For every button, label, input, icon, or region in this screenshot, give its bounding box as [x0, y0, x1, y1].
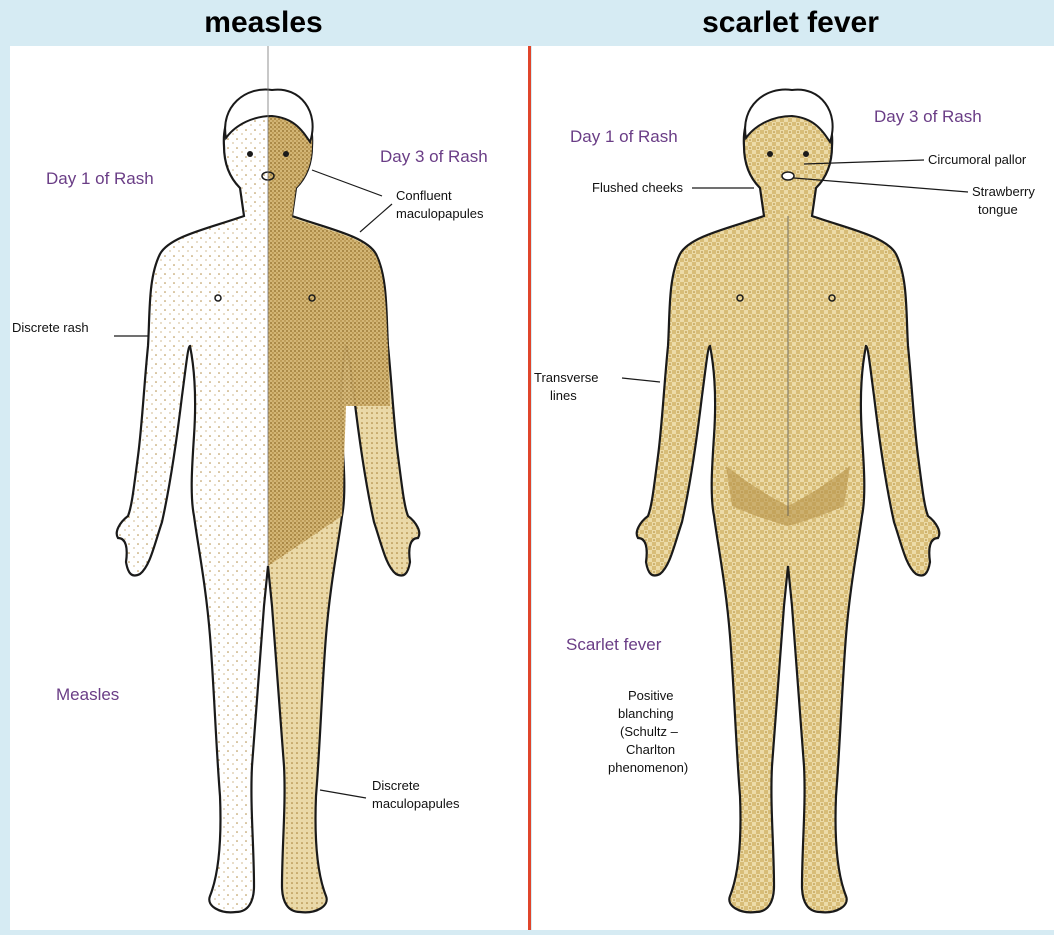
discrete-mp-leader — [320, 790, 366, 798]
title-bar: measles scarlet fever — [0, 0, 1054, 46]
transverse-label-2: lines — [550, 388, 577, 403]
measles-title: measles — [0, 6, 527, 40]
discrete-mp-label-2: maculopapules — [372, 796, 460, 811]
panel-divider — [528, 46, 531, 934]
measles-day1-label: Day 1 of Rash — [46, 169, 154, 188]
scarlet-fever-title: scarlet fever — [527, 6, 1054, 40]
measles-day3-label: Day 3 of Rash — [380, 147, 488, 166]
circumoral-pallor-label: Circumoral pallor — [928, 152, 1027, 167]
blanching-label-5: phenomenon) — [608, 760, 688, 775]
confluent-label-2: maculopapules — [396, 206, 484, 221]
scarlet-day1-label: Day 1 of Rash — [570, 127, 678, 146]
blanching-label-4: Charlton — [626, 742, 675, 757]
confluent-leader-2 — [360, 204, 392, 232]
scarlet-fever-panel: Day 1 of Rash Day 3 of Rash Circumoral p… — [532, 46, 1054, 930]
measles-panel: Day 1 of Rash Day 3 of Rash Confluent ma… — [10, 46, 528, 930]
transverse-leader — [622, 378, 660, 382]
scarlet-day3-label: Day 3 of Rash — [874, 107, 982, 126]
blanching-label-2: blanching — [618, 706, 674, 721]
discrete-mp-label-1: Discrete — [372, 778, 420, 793]
blanching-label-3: (Schultz – — [620, 724, 679, 739]
blanching-label-1: Positive — [628, 688, 674, 703]
measles-caption: Measles — [56, 685, 119, 704]
strawberry-label-2: tongue — [978, 202, 1018, 217]
transverse-label-1: Transverse — [534, 370, 599, 385]
flushed-cheeks-label: Flushed cheeks — [592, 180, 684, 195]
scarlet-caption: Scarlet fever — [566, 635, 662, 654]
scarlet-fever-illustration: Day 1 of Rash Day 3 of Rash Circumoral p… — [532, 46, 1054, 930]
measles-illustration: Day 1 of Rash Day 3 of Rash Confluent ma… — [10, 46, 528, 930]
bottom-border — [0, 930, 1054, 934]
discrete-rash-label: Discrete rash — [12, 320, 89, 335]
strawberry-label-1: Strawberry — [972, 184, 1035, 199]
confluent-label-1: Confluent — [396, 188, 452, 203]
confluent-leader-1 — [312, 170, 382, 196]
